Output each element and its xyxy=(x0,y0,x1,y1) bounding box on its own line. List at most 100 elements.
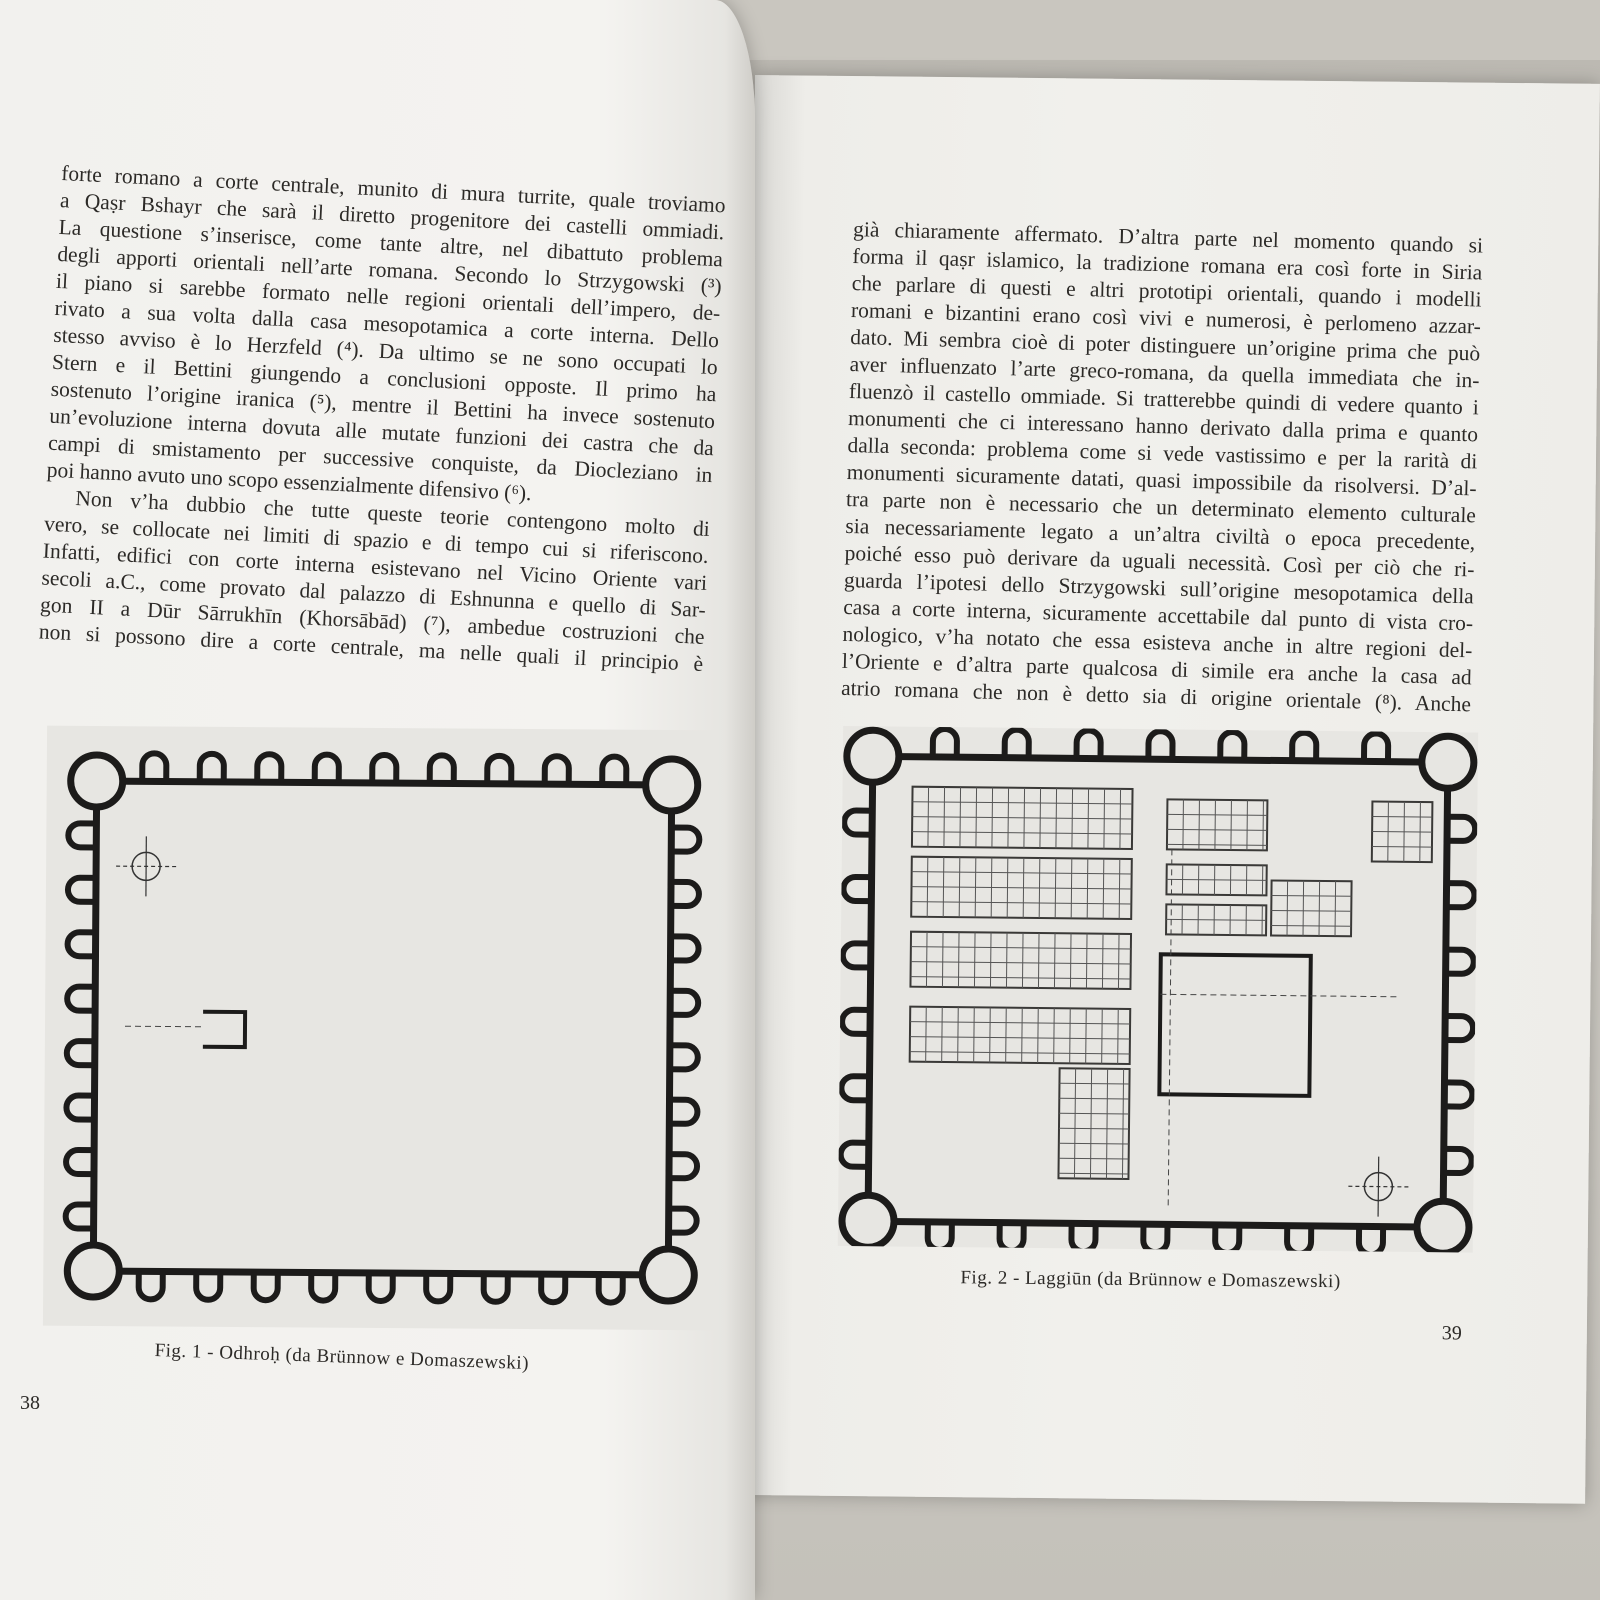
fig1-wall xyxy=(89,777,676,1279)
fig2-tower xyxy=(1212,1224,1243,1253)
fig2-cell-line xyxy=(957,1007,959,1063)
fig2-cell-line xyxy=(1371,846,1432,848)
fig2-tower xyxy=(929,726,960,758)
fig1-tower xyxy=(196,750,227,782)
fig2-cell-line xyxy=(1058,1142,1129,1145)
fig2-cell-line xyxy=(1021,932,1024,988)
fig2-cell-line xyxy=(1037,1008,1039,1064)
fig2-cell-line xyxy=(1117,1008,1119,1064)
fig1-tower xyxy=(63,1038,95,1069)
fig1-tower xyxy=(599,753,630,785)
fig2-dimension-line xyxy=(1160,993,1401,998)
fig2-cell-line xyxy=(1053,933,1056,989)
fig1-corner-tower xyxy=(63,1241,123,1301)
fig2-corner-tower xyxy=(843,726,903,786)
fig1-tower xyxy=(670,987,702,1018)
fig2-cell-line xyxy=(1101,933,1104,989)
fig1-tower xyxy=(595,1274,626,1306)
fig2-cell-line xyxy=(1053,1008,1055,1064)
fig2-cell-line xyxy=(1089,1068,1093,1179)
figure-1-caption: Fig. 1 - Odhroḥ (da Brünnow e Domaszewsk… xyxy=(154,1340,530,1375)
fig2-cell-line xyxy=(1271,894,1352,897)
fig2-cell-line xyxy=(1167,828,1268,831)
fig2-tower xyxy=(1446,880,1478,911)
fig2-barracks-block xyxy=(1165,798,1269,852)
fig2-cell-line xyxy=(925,1006,927,1062)
fig2-tower xyxy=(1355,1226,1387,1253)
figure-2-plan xyxy=(837,725,1479,1253)
fig2-barracks-block xyxy=(1165,863,1268,897)
fig2-cell-line xyxy=(989,932,992,988)
fig2-cell-line xyxy=(1166,878,1267,881)
fig1-tower xyxy=(426,752,457,784)
fig2-tower xyxy=(1445,946,1477,977)
fig2-cell-line xyxy=(1005,1007,1007,1063)
left-page: forte romano a corte centrale, munito di… xyxy=(0,0,755,1600)
fig2-tower xyxy=(838,1073,870,1104)
fig2-cell-line xyxy=(1069,1008,1071,1064)
fig2-barracks-block xyxy=(909,930,1133,990)
fig2-cell-line xyxy=(1037,933,1040,989)
fig1-tower xyxy=(669,1096,701,1127)
fig2-cell-line xyxy=(1271,924,1352,927)
fig1-tower xyxy=(63,1146,95,1178)
figure-2-caption: Fig. 2 - Laggiūn (da Brünnow e Domaszews… xyxy=(960,1267,1341,1293)
fig2-cell-line xyxy=(1302,880,1305,936)
fig2-cell-line xyxy=(1021,1007,1023,1063)
fig2-cell-line xyxy=(910,976,1131,980)
fig2-cell-line xyxy=(1372,816,1433,818)
fig2-cell-line xyxy=(1059,1097,1130,1100)
fig1-tower xyxy=(65,820,97,851)
fig2-cell-line xyxy=(910,961,1131,965)
fig2-cell-line xyxy=(910,946,1131,950)
fig1-tower xyxy=(668,1205,700,1236)
fig2-cell-line xyxy=(1246,800,1248,851)
fig1-tower xyxy=(64,983,96,1014)
left-page-text: forte romano a corte centrale, munito di… xyxy=(38,160,726,678)
fig1-tower xyxy=(541,753,572,785)
fig2-cell-line xyxy=(1262,800,1264,851)
fig2-cell-line xyxy=(1334,881,1337,937)
fig1-tower xyxy=(135,1271,166,1303)
fig2-wall xyxy=(864,752,1452,1231)
fig2-tower xyxy=(837,1139,869,1170)
fig2-tower xyxy=(840,873,872,905)
fig2-tower xyxy=(1145,728,1176,760)
fig1-tower xyxy=(423,1273,454,1305)
fig2-cell-line xyxy=(912,801,1133,805)
fig2-cell-line xyxy=(925,931,928,987)
fig2-cell-line xyxy=(1117,933,1120,989)
fig2-cell-line xyxy=(1318,880,1321,936)
fig2-corner-tower xyxy=(1418,732,1478,792)
fig2-cell-line xyxy=(1198,799,1200,850)
page-number-left: 38 xyxy=(20,1392,40,1414)
fig1-tower xyxy=(670,933,702,964)
fig2-cell-line xyxy=(973,1007,975,1063)
fig2-cell-line xyxy=(1069,933,1072,989)
fig2-tower xyxy=(1444,1012,1477,1044)
figure-1-plan xyxy=(42,725,720,1331)
fig2-cell-line xyxy=(909,1036,1130,1040)
fig1-tower xyxy=(64,929,96,960)
fig1-tower xyxy=(250,1272,281,1304)
fig2-cell-line xyxy=(911,871,1132,875)
fig2-cell-line xyxy=(1271,909,1352,912)
fig1-tower xyxy=(671,824,703,855)
fig2-cell-line xyxy=(1372,831,1433,833)
fig2-cell-line xyxy=(911,886,1132,890)
fig2-tower xyxy=(1446,813,1479,844)
fig2-principia xyxy=(1157,952,1313,1098)
fig2-cell-line xyxy=(973,932,976,988)
fig1-tower xyxy=(365,1272,396,1304)
fig1-corner-tower xyxy=(67,751,127,811)
fig1-tower xyxy=(484,752,515,784)
fig1-tower xyxy=(538,1274,569,1306)
fig2-tower xyxy=(839,940,871,971)
fig2-cell-line xyxy=(912,816,1133,820)
fig2-cell-line xyxy=(1101,1008,1103,1064)
fig1-tower xyxy=(311,751,342,783)
fig2-cell-line xyxy=(909,1051,1130,1055)
page-number-right: 39 xyxy=(1441,1322,1462,1345)
fig2-cell-line xyxy=(1105,1068,1109,1179)
fig1-tower xyxy=(308,1272,339,1304)
